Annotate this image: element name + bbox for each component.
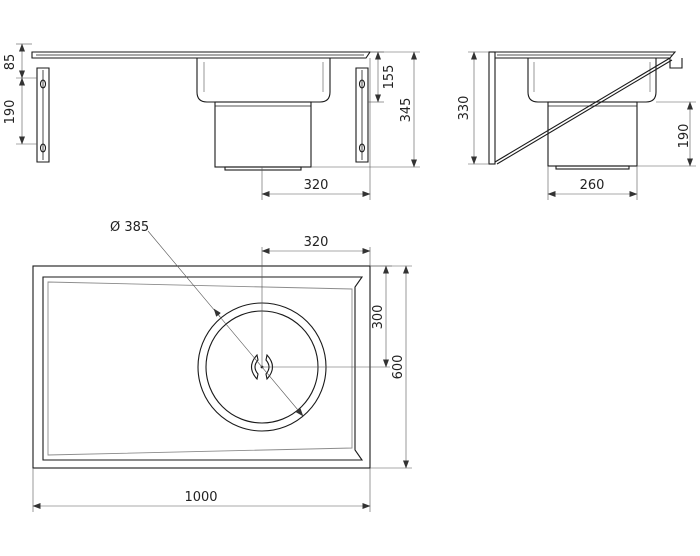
drain-grate-icon [250,353,259,381]
front-left-bracket [36,67,50,163]
front-countertop [31,51,372,59]
side-dim-330-label: 330 [457,96,472,121]
side-dim-190-label: 190 [677,124,692,149]
front-sink-bowl [196,58,331,103]
dim-1000-label: 1000 [184,490,217,505]
dim-600-label: 600 [391,355,406,380]
dim-300-label: 300 [371,305,386,330]
front-drain-body [214,101,312,168]
front-right-bracket [355,67,369,163]
side-bracket-strut [494,57,671,163]
side-sink-bowl [527,58,657,103]
side-dim-260-label: 260 [580,178,605,193]
dim-diameter-label: Ø 385 [110,220,149,235]
side-countertop [495,51,677,59]
side-wall-plate [488,51,496,165]
front-view: 85 190 155 345 320 [3,43,420,200]
dim-345-label: 345 [399,98,414,123]
side-drain-body [547,101,638,167]
top-view: Ø 385 320 300 600 1000 [32,220,412,512]
front-dim-320-label: 320 [304,178,329,193]
side-view: 330 190 260 [457,51,696,200]
dim-155-label: 155 [382,65,397,90]
top-dim-320-label: 320 [304,235,329,250]
dim-190-label: 190 [3,100,18,125]
top-inner-basin [42,276,364,461]
dim-85-label: 85 [3,54,18,71]
